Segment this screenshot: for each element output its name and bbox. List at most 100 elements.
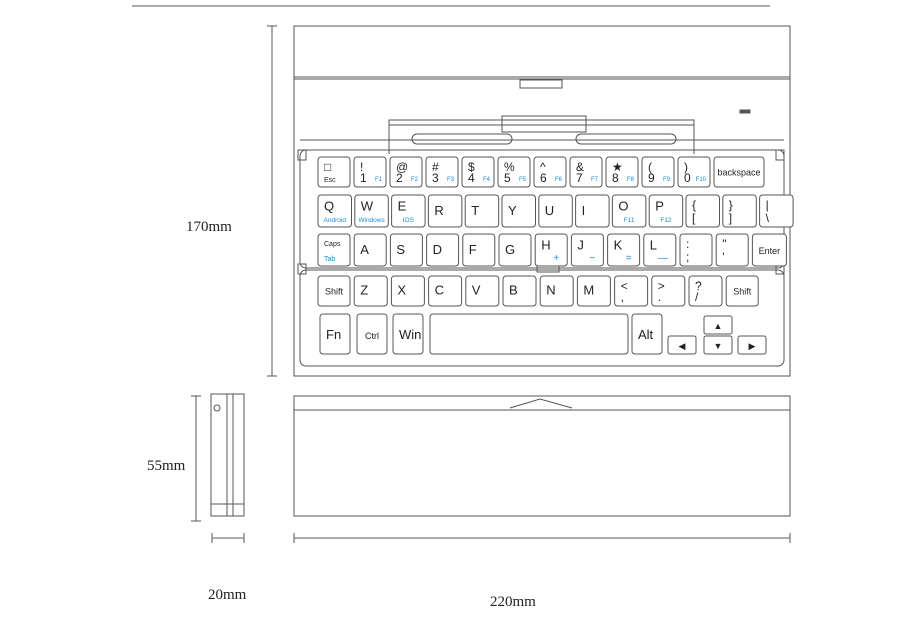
svg-text:V: V [472, 283, 481, 298]
key-r3-7[interactable]: J− [570, 233, 604, 267]
key-r3-8[interactable]: K= [607, 233, 641, 267]
key-r2-6[interactable]: U [538, 194, 573, 228]
key-r2-3[interactable]: R [427, 194, 463, 228]
svg-text:F3: F3 [447, 177, 455, 183]
key-r4-5[interactable]: B [502, 275, 537, 307]
svg-text:C: C [435, 283, 444, 298]
svg-text:F8: F8 [627, 177, 635, 183]
svg-text:^: ^ [540, 160, 546, 174]
svg-text:Windows: Windows [358, 217, 385, 224]
key-r4-1[interactable]: Z [353, 275, 388, 307]
key-r3-3[interactable]: D [426, 233, 460, 267]
svg-text:2: 2 [396, 171, 403, 185]
svg-text:+: + [553, 253, 559, 264]
key-r2-10[interactable]: {[ [685, 194, 720, 228]
key-r5-0[interactable]: Fn [319, 313, 351, 355]
svg-text:L: L [650, 237, 657, 252]
svg-text:F10: F10 [696, 177, 707, 183]
svg-text:7: 7 [576, 171, 583, 185]
svg-text:T: T [471, 203, 479, 218]
svg-text:5: 5 [504, 171, 511, 185]
svg-text:J: J [577, 237, 584, 252]
key-r4-7[interactable]: M [576, 275, 611, 307]
key-r4-0[interactable]: Shift [317, 275, 351, 307]
key-r4-2[interactable]: X [390, 275, 425, 307]
svg-text:$: $ [468, 160, 475, 174]
key-r1-11[interactable]: backspace [713, 156, 765, 188]
svg-text:|: | [766, 198, 769, 212]
svg-text:Shift: Shift [733, 287, 752, 297]
key-r4-11[interactable]: Shift [725, 275, 759, 307]
svg-text:<: < [621, 279, 628, 293]
svg-text:{: { [692, 198, 696, 212]
key-r2-12[interactable]: |\ [759, 194, 794, 228]
svg-text:Fn: Fn [326, 327, 341, 342]
arrow-key-0[interactable]: ◀ [667, 335, 697, 355]
key-r4-4[interactable]: V [465, 275, 500, 307]
width-side-label: 20mm [208, 587, 247, 603]
arrow-key-2[interactable]: ▼ [703, 335, 733, 355]
key-r2-4[interactable]: T [464, 194, 500, 228]
svg-text:Alt: Alt [638, 327, 654, 342]
key-r3-10[interactable]: :; [679, 233, 713, 267]
key-r4-3[interactable]: C [428, 275, 463, 307]
dimension-height-top: 170mm [186, 25, 277, 377]
key-r5-2[interactable]: Win [392, 313, 424, 355]
svg-text:/: / [695, 290, 699, 304]
keyboard-folded-view [293, 395, 791, 543]
key-r4-9[interactable]: >. [651, 275, 686, 307]
key-r3-6[interactable]: H+ [534, 233, 568, 267]
key-r3-5[interactable]: G [498, 233, 532, 267]
key-r2-7[interactable]: I [575, 194, 610, 228]
key-r3-4[interactable]: F [462, 233, 496, 267]
svg-text:;: ; [686, 250, 689, 264]
svg-text:B: B [509, 283, 518, 298]
key-r5-3[interactable] [429, 313, 629, 355]
svg-text:R: R [434, 203, 443, 218]
key-r4-10[interactable]: ?/ [688, 275, 723, 307]
svg-text:▶: ▶ [749, 341, 756, 351]
key-r3-9[interactable]: L— [643, 233, 677, 267]
svg-text:Esc: Esc [324, 177, 336, 184]
svg-text:,: , [621, 290, 624, 304]
arrow-key-3[interactable]: ▶ [737, 335, 767, 355]
svg-text:★: ★ [612, 160, 623, 174]
key-r5-1[interactable]: Ctrl [356, 313, 388, 355]
key-r2-5[interactable]: Y [501, 194, 536, 228]
key-r3-12[interactable]: Enter [751, 233, 787, 267]
arrow-key-1[interactable]: ▲ [703, 315, 733, 335]
svg-text:]: ] [729, 211, 732, 225]
svg-text:Caps: Caps [324, 241, 341, 248]
key-r3-2[interactable]: S [389, 233, 423, 267]
svg-text:@: @ [396, 160, 408, 174]
svg-text:O: O [618, 198, 628, 213]
key-r4-8[interactable]: <, [614, 275, 649, 307]
svg-text:IOS: IOS [403, 217, 415, 224]
key-r5-4[interactable]: Alt [631, 313, 663, 355]
key-r4-6[interactable]: N [539, 275, 574, 307]
key-r3-11[interactable]: "' [715, 233, 749, 267]
key-r1-0[interactable]: □Esc [317, 156, 351, 188]
svg-text:F4: F4 [483, 177, 491, 183]
svg-text:(: ( [648, 160, 652, 174]
svg-text:F1: F1 [375, 177, 383, 183]
key-r2-11[interactable]: }] [722, 194, 757, 228]
key-r3-1[interactable]: A [353, 233, 387, 267]
